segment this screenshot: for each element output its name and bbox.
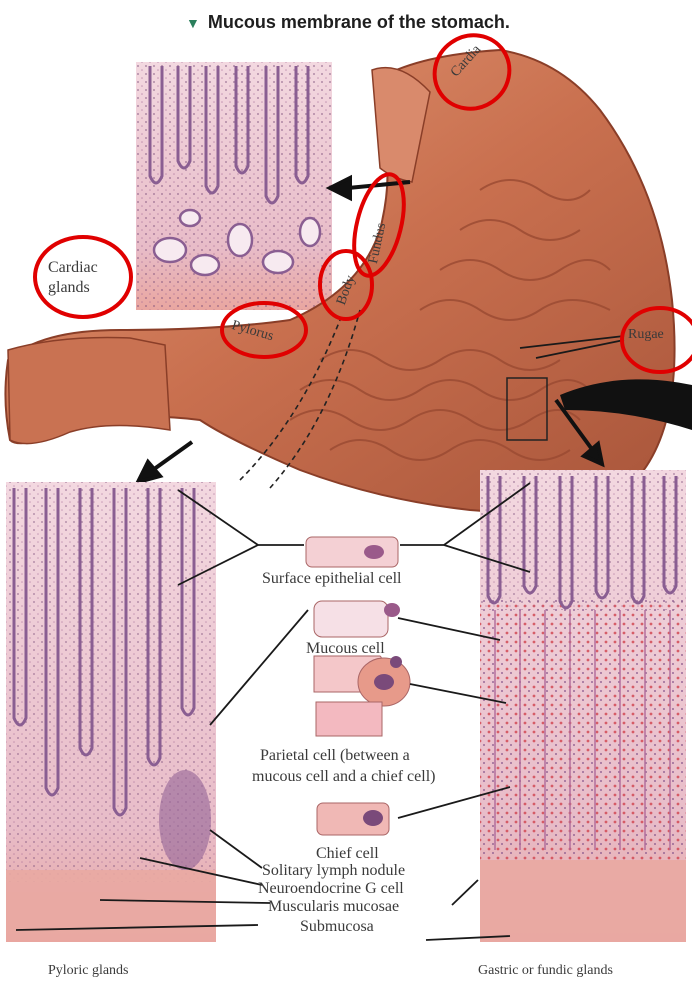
fundic-gland-panel	[480, 470, 686, 942]
cardiac-gland-inset	[136, 62, 332, 310]
figure-title-text: Mucous membrane of the stomach.	[208, 12, 510, 32]
label-parietal-cell-line1: Parietal cell (between a	[260, 747, 410, 765]
label-surface-epithelial-cell: Surface epithelial cell	[262, 570, 401, 588]
label-muscularis-mucosae: Muscularis mucosae	[268, 898, 399, 916]
label-submucosa: Submucosa	[300, 918, 374, 936]
label-parietal-cell-line2: mucous cell and a chief cell)	[252, 768, 435, 786]
pyloric-gland-panel	[6, 482, 216, 942]
label-neuroendocrine-g-cell: Neuroendocrine G cell	[258, 880, 404, 898]
label-solitary-lymph-nodule: Solitary lymph nodule	[262, 862, 405, 880]
label-chief-cell: Chief cell	[316, 845, 379, 863]
label-pyloric-glands: Pyloric glands	[48, 963, 129, 979]
label-rugae: Rugae	[628, 327, 664, 343]
label-cardiac-glands: Cardiac glands	[48, 258, 128, 298]
label-gastric-glands: Gastric or fundic glands	[478, 963, 613, 979]
triangle-marker-icon: ▼	[186, 15, 200, 31]
label-mucous-cell: Mucous cell	[306, 640, 385, 658]
figure-title: ▼ Mucous membrane of the stomach.	[186, 12, 510, 33]
